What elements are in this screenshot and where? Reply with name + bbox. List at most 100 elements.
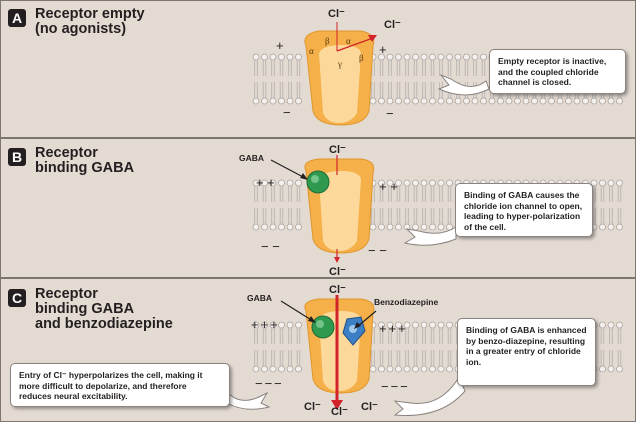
gaba-molecule: [306, 170, 330, 194]
lipid-tail: [413, 186, 418, 202]
lipid-tail: [279, 328, 284, 344]
positive-charges: + +: [256, 175, 275, 190]
lipid-head: [295, 365, 302, 373]
lipid-head: [446, 97, 453, 105]
lipid-tail: [279, 208, 284, 224]
receptor-complex: [304, 30, 375, 126]
lipid-tail: [447, 60, 452, 76]
lipid-tail: [592, 208, 596, 224]
lipid-tail: [430, 328, 435, 344]
lipid-tail: [262, 82, 267, 98]
lipid-head: [463, 97, 470, 105]
lipid-head: [437, 53, 445, 61]
subunit-label: γ: [337, 59, 342, 69]
lipid-tail: [254, 60, 258, 76]
lipid-head: [369, 97, 377, 105]
lipid-head: [295, 321, 302, 329]
lipid-tail: [388, 208, 392, 224]
lipid-head: [295, 53, 302, 61]
lipid-head: [378, 321, 385, 329]
lipid-head: [539, 97, 547, 105]
lipid-head: [403, 53, 411, 61]
lipid-tail: [396, 186, 401, 202]
negative-charges: − −: [368, 243, 387, 258]
lipid-tail: [254, 328, 258, 344]
positive-charge: +: [379, 42, 387, 57]
lipid-tail: [388, 186, 392, 202]
subunit-label: β: [359, 53, 364, 63]
chloride-ion-label: Cl⁻: [329, 266, 346, 277]
chloride-ion-label: Cl⁻: [331, 406, 348, 418]
lipid-head: [378, 53, 385, 61]
lipid-head: [616, 365, 623, 373]
lipid-tail: [262, 328, 267, 344]
lipid-head: [386, 97, 394, 105]
lipid-head: [437, 321, 445, 329]
lipid-tail: [379, 328, 384, 344]
lipid-tail: [379, 350, 384, 366]
lipid-head: [395, 321, 402, 329]
lipid-tail: [388, 82, 392, 98]
subunit-label: α: [309, 46, 314, 56]
lipid-tail: [617, 208, 622, 224]
lipid-tail: [371, 350, 375, 366]
lipid-head: [565, 97, 572, 105]
lipid-head: [403, 223, 411, 231]
panel-c-callout-right: Binding of GABA is enhanced by benzo-dia…: [457, 318, 596, 386]
lipid-tail: [296, 60, 301, 76]
lipid-tail: [413, 60, 418, 76]
lipid-tail: [617, 350, 622, 366]
lipid-tail: [413, 350, 418, 366]
lipid-tail: [413, 82, 418, 98]
lipid-tail: [405, 350, 409, 366]
lipid-head: [412, 53, 419, 61]
chloride-ion-label: Cl⁻: [304, 401, 321, 413]
lipid-head: [395, 97, 402, 105]
lipid-tail: [609, 208, 613, 224]
lipid-head: [386, 179, 394, 187]
lipid-head: [269, 53, 277, 61]
lipid-head: [454, 97, 462, 105]
lipid-tail: [439, 186, 443, 202]
lipid-tail: [422, 208, 426, 224]
lipid-head: [599, 321, 606, 329]
panel-b: B Receptor binding GABA GABA Cl⁻ Cl⁻ + +…: [1, 139, 635, 277]
lipid-head: [480, 53, 487, 61]
lipid-tail: [456, 60, 460, 76]
lipid-head: [369, 223, 377, 231]
lipid-head: [286, 53, 294, 61]
lipid-tail: [609, 328, 613, 344]
lipid-head: [395, 53, 402, 61]
benzodiazepine-pointer: [356, 310, 377, 328]
panel-divider: [0, 137, 636, 139]
lipid-tail: [279, 186, 284, 202]
lipid-head: [412, 321, 419, 329]
panel-divider: [0, 277, 636, 279]
panel-b-callout: Binding of GABA causes the chloride ion …: [455, 183, 593, 237]
lipid-head: [378, 97, 385, 105]
lipid-head: [395, 223, 402, 231]
lipid-head: [531, 97, 538, 105]
lipid-head: [378, 365, 385, 373]
lipid-head: [607, 365, 615, 373]
lipid-head: [429, 365, 436, 373]
lipid-tail: [600, 350, 605, 366]
arrowhead: [308, 316, 316, 323]
lipid-head: [269, 365, 277, 373]
lipid-tail: [447, 328, 452, 344]
chloride-blocked-arrow: [336, 37, 374, 52]
lipid-head: [403, 179, 411, 187]
lipid-tail: [279, 60, 284, 76]
lipid-head: [446, 321, 453, 329]
lipid-head: [590, 97, 598, 105]
lipid-head: [607, 223, 615, 231]
lipid-head: [429, 223, 436, 231]
lipid-head: [607, 97, 615, 105]
panel-b-title: Receptor binding GABA: [35, 145, 135, 176]
lipid-tail: [288, 350, 292, 366]
panel-a: A Receptor empty (no agonists) β α α γ β…: [1, 1, 635, 137]
lipid-tail: [422, 350, 426, 366]
lipid-tail: [296, 350, 301, 366]
panel-a-title: Receptor empty (no agonists): [35, 6, 145, 37]
lipid-tail: [379, 60, 384, 76]
